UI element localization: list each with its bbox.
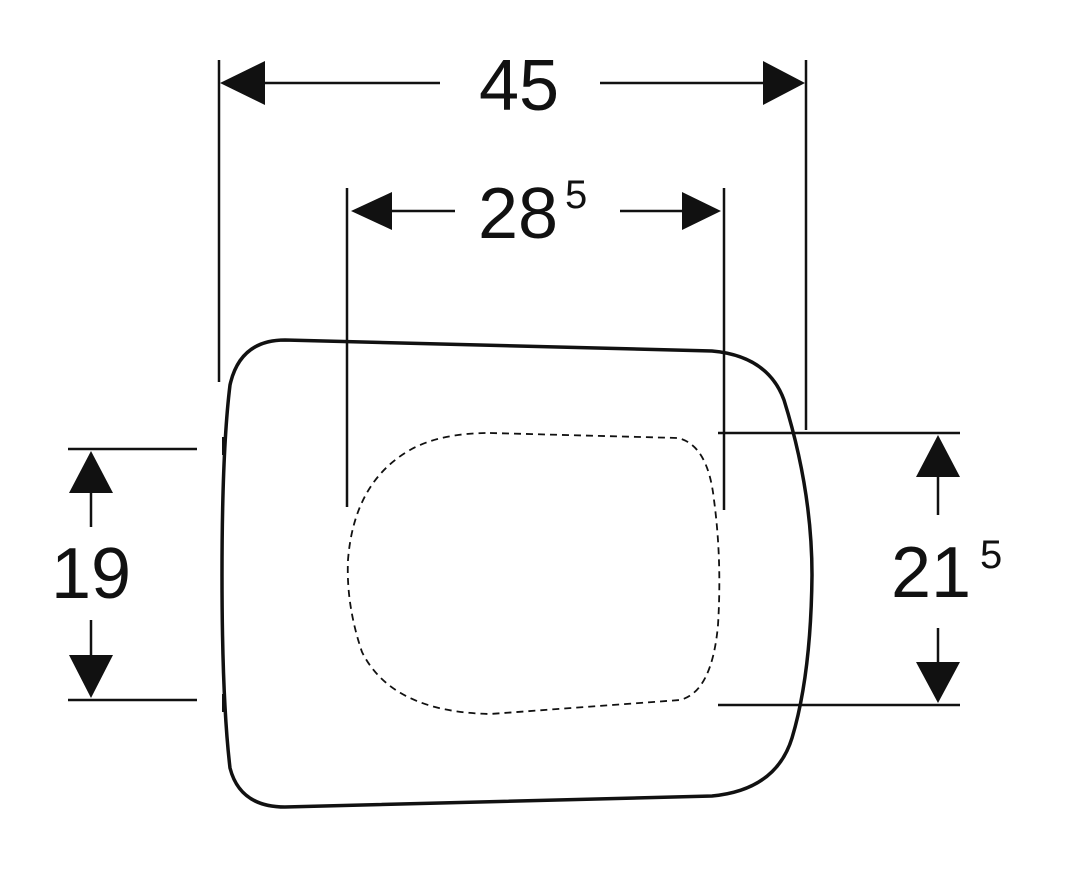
- arrowhead-19-down: [69, 655, 113, 698]
- dimension-label-45: 45: [479, 46, 559, 126]
- arrowhead-21-up: [916, 435, 960, 477]
- arrowhead-28-right: [682, 192, 721, 230]
- dimension-label-21: 21: [891, 533, 971, 613]
- dimension-label-21-superscript: 5: [980, 533, 1002, 577]
- arrowhead-45-right: [763, 61, 805, 105]
- arrowhead-28-left: [351, 192, 392, 230]
- arrowhead-19-up: [69, 451, 113, 493]
- dimension-label-28: 28: [478, 174, 558, 254]
- seat-opening-dashed-outline: [346, 432, 721, 715]
- dimension-label-19: 19: [51, 534, 131, 614]
- dimension-label-28-superscript: 5: [565, 173, 587, 217]
- arrowhead-45-left: [220, 61, 265, 105]
- arrowhead-21-down: [916, 662, 960, 703]
